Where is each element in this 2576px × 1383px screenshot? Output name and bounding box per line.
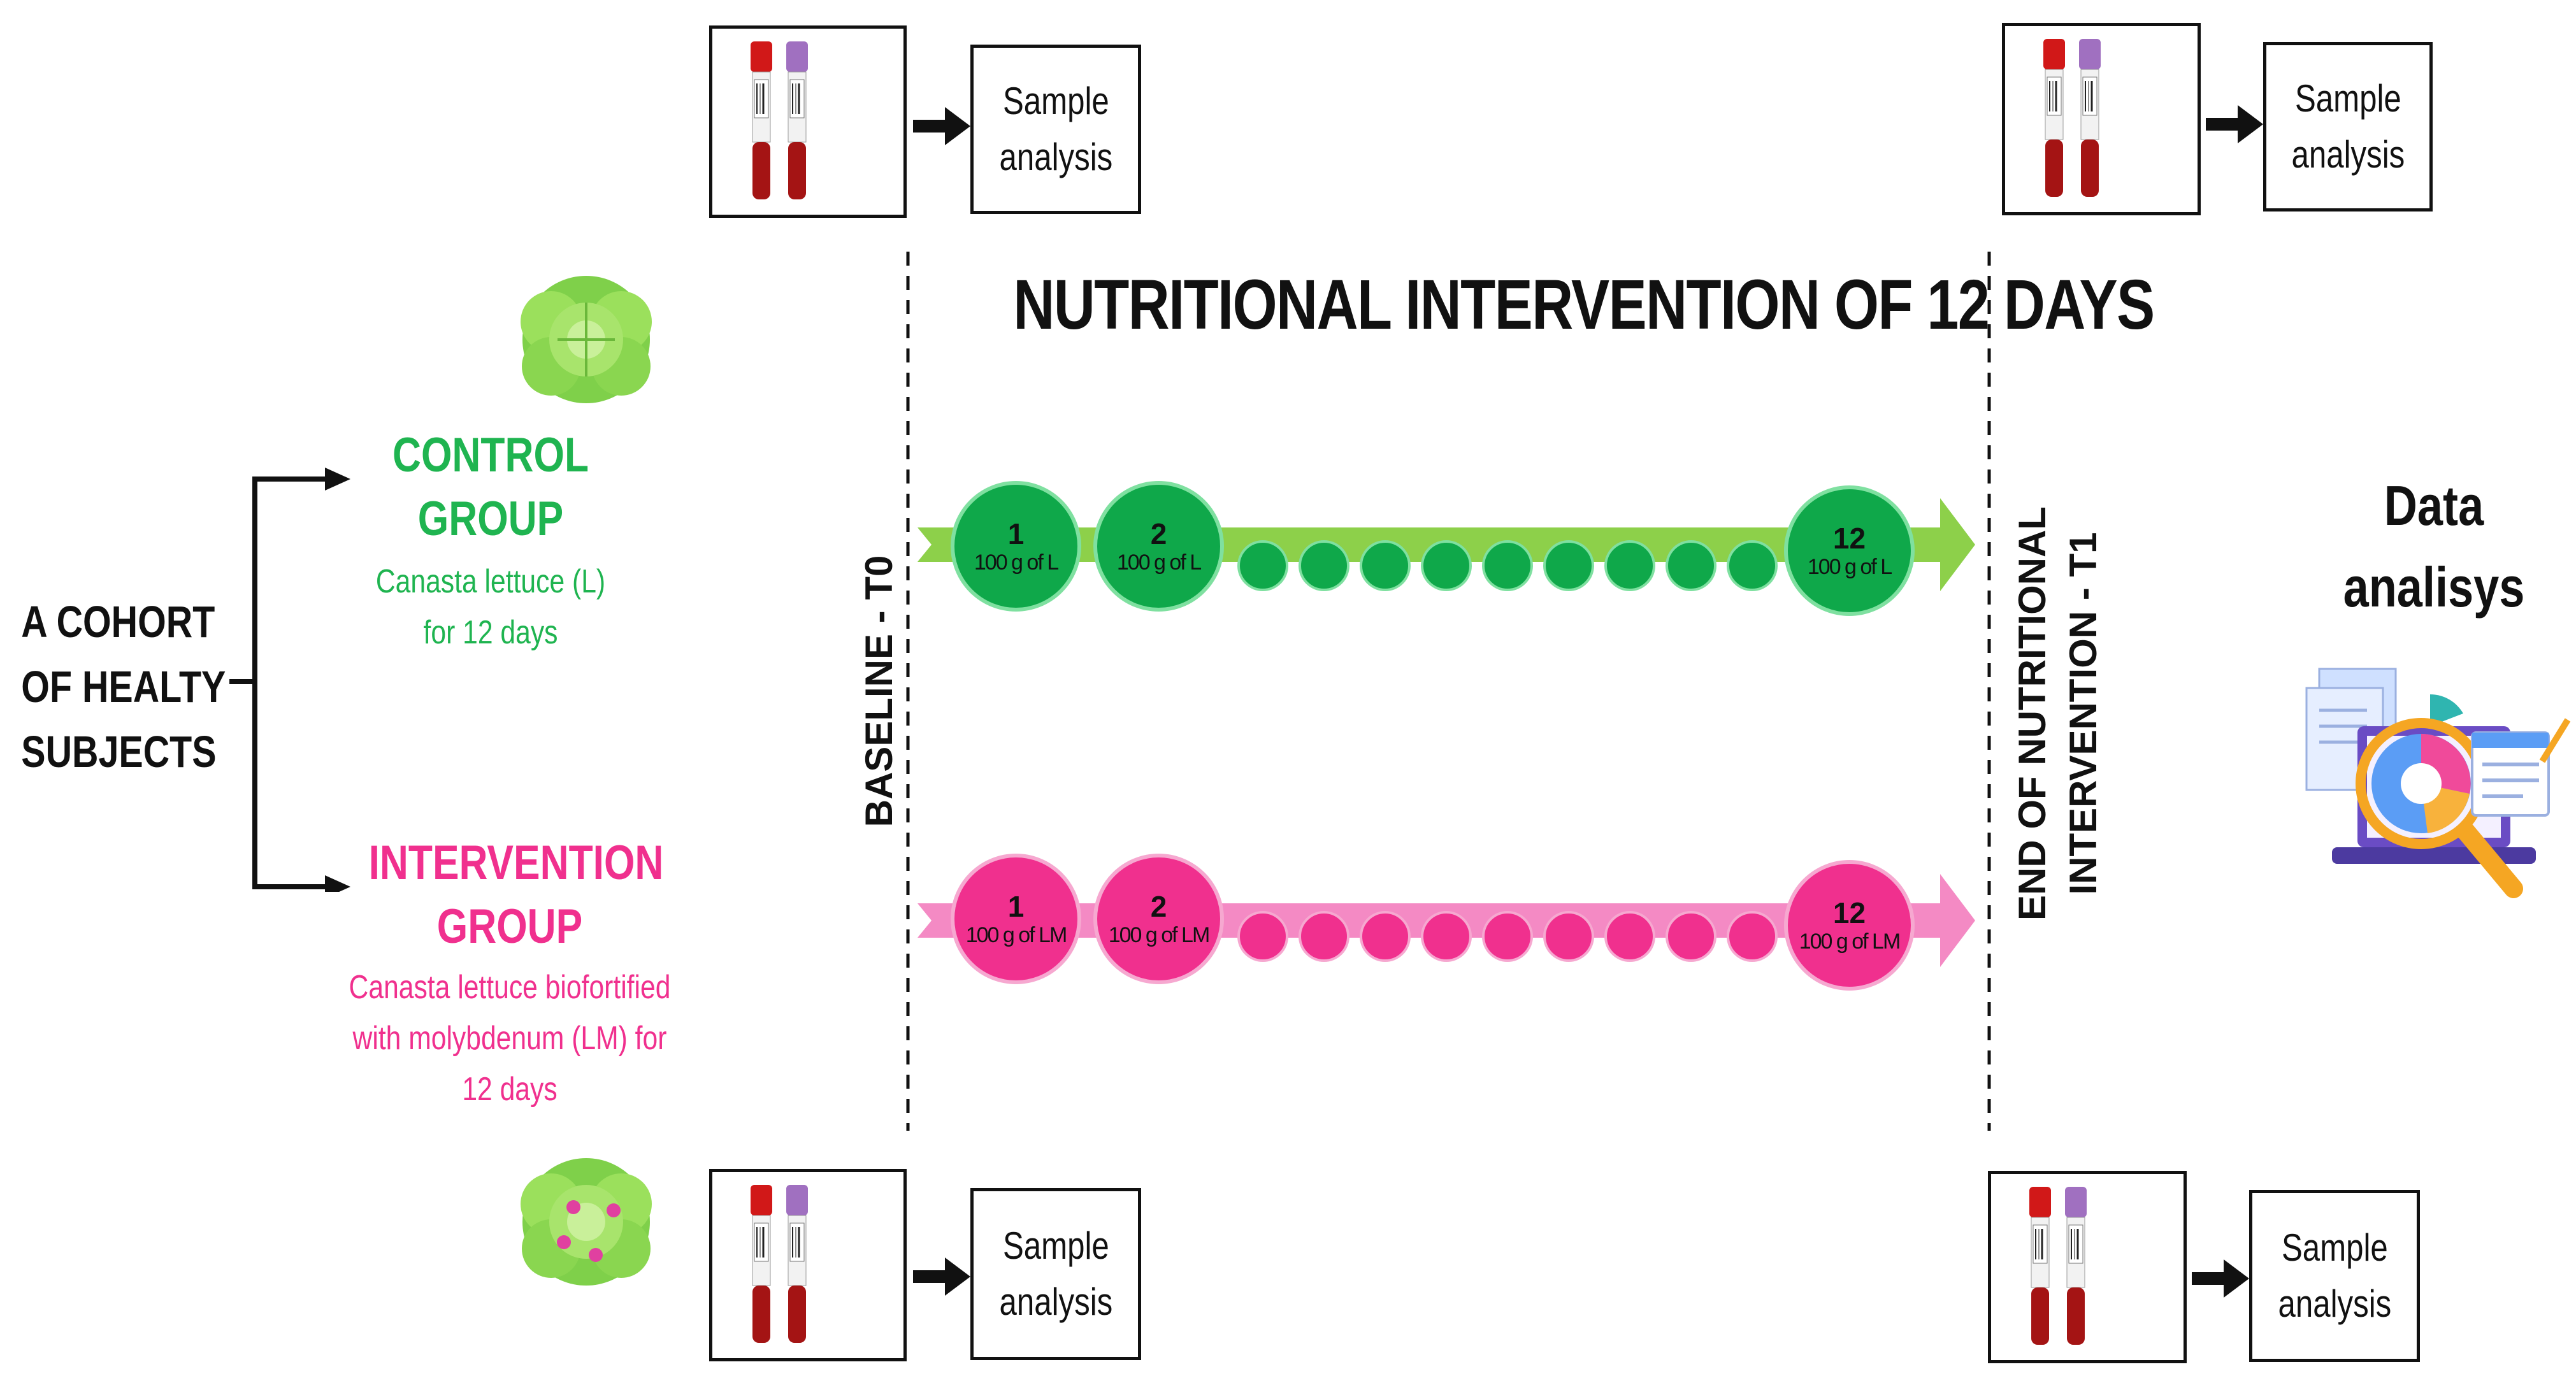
baseline-label: BASELINE - T0 xyxy=(858,555,900,828)
bracket-arrows xyxy=(229,468,350,892)
data-analysis-icon xyxy=(2305,668,2571,898)
intervention-day-dot xyxy=(1666,911,1716,962)
day-dose: 100 g of L xyxy=(1807,554,1892,579)
control-day-dot xyxy=(1421,540,1472,591)
day-number: 1 xyxy=(1007,889,1025,923)
intervention-day-2-circle: 2 100 g of LM xyxy=(1093,854,1224,984)
control-desc-line1: Canasta lettuce (L) xyxy=(375,563,606,600)
intervention-title-line1: INTERVENTION xyxy=(368,836,664,890)
control-day-dot xyxy=(1604,540,1655,591)
control-day-2-circle: 2 100 g of L xyxy=(1093,481,1224,612)
day-number: 2 xyxy=(1150,517,1167,550)
control-day-dot xyxy=(1237,540,1288,591)
data-analysis-label: Data analisys xyxy=(2268,465,2576,628)
intervention-day-12-circle: 12 100 g of LM xyxy=(1784,860,1915,991)
cohort-line3: SUBJECTS xyxy=(21,727,217,777)
cohort-line1: A COHORT xyxy=(21,597,215,647)
data-analysis-line2: analisys xyxy=(2343,555,2525,619)
intervention-group-description: Canasta lettuce biofortified with molybde… xyxy=(312,962,707,1115)
data-analysis-line1: Data xyxy=(2384,474,2484,537)
blood-tubes-icon xyxy=(751,1185,808,1343)
control-day-12-circle: 12 100 g of L xyxy=(1784,485,1915,616)
intervention-day-dot xyxy=(1421,911,1472,962)
intervention-group-title: INTERVENTION GROUP xyxy=(338,831,682,959)
day-dose: 100 g of LM xyxy=(1108,922,1211,947)
sample-analysis-box-top-left: Sample analysis xyxy=(970,45,1141,214)
arrow-right-icon xyxy=(2192,1259,2249,1298)
day-dose: 100 g of LM xyxy=(1799,929,1901,954)
intervention-day-dot xyxy=(1543,911,1594,962)
day-number: 12 xyxy=(1832,896,1866,929)
lettuce-icon xyxy=(521,276,652,403)
blood-tubes-box-top-left xyxy=(709,25,907,218)
day-number: 1 xyxy=(1007,517,1025,550)
control-day-dot xyxy=(1360,540,1411,591)
intervention-title-line2: GROUP xyxy=(436,899,583,954)
blood-tubes-box-bottom-right xyxy=(1988,1171,2187,1363)
control-day-dot xyxy=(1543,540,1594,591)
control-day-dot xyxy=(1482,540,1533,591)
cohort-line2: OF HEALTY xyxy=(21,662,226,712)
intervention-desc-line2: with molybdenum (LM) for xyxy=(352,1020,667,1057)
intervention-day-dot xyxy=(1360,911,1411,962)
blood-tubes-box-bottom-left xyxy=(709,1169,907,1361)
control-day-dot xyxy=(1666,540,1716,591)
sample-label-line1: Sample xyxy=(2281,1226,2388,1269)
arrow-right-icon xyxy=(913,1258,970,1296)
sample-label-line2: analysis xyxy=(999,136,1112,178)
end-dashed-line xyxy=(1987,252,1991,1131)
intervention-day-dot xyxy=(1237,911,1288,962)
biofortified-lettuce-icon xyxy=(521,1158,652,1286)
intervention-day-dot xyxy=(1727,911,1778,962)
control-title-line2: GROUP xyxy=(417,492,564,546)
control-day-dot xyxy=(1299,540,1349,591)
end-label-line2: INTERVENTION - T1 xyxy=(2062,532,2105,895)
intervention-day-dot xyxy=(1604,911,1655,962)
control-desc-line2: for 12 days xyxy=(423,614,558,651)
control-title-line1: CONTROL xyxy=(392,428,589,482)
control-group-description: Canasta lettuce (L) for 12 days xyxy=(331,556,650,658)
sample-analysis-box-bottom-right: Sample analysis xyxy=(2249,1190,2420,1362)
end-label-line1: END OF NUTRITIONAL xyxy=(2011,506,2054,921)
diagram-title: NUTRITIONAL INTERVENTION OF 12 DAYS xyxy=(1013,266,2155,344)
day-dose: 100 g of L xyxy=(1116,550,1202,575)
sample-label-line1: Sample xyxy=(1002,80,1109,122)
sample-label-line2: analysis xyxy=(2291,133,2405,176)
intervention-desc-line3: 12 days xyxy=(462,1071,558,1108)
end-intervention-label: END OF NUTRITIONAL INTERVENTION - T1 xyxy=(2007,452,2109,975)
intervention-desc-line1: Canasta lettuce biofortified xyxy=(349,969,671,1006)
day-number: 12 xyxy=(1832,521,1866,555)
sample-analysis-box-top-right: Sample analysis xyxy=(2263,42,2433,211)
blood-tubes-icon xyxy=(2043,39,2101,197)
sample-label-line1: Sample xyxy=(1002,1224,1109,1267)
day-dose: 100 g of LM xyxy=(965,922,1068,947)
sample-label-line1: Sample xyxy=(2294,77,2401,120)
arrow-right-icon xyxy=(2206,105,2263,143)
sample-label-line2: analysis xyxy=(999,1280,1112,1323)
day-dose: 100 g of L xyxy=(974,550,1059,575)
cohort-label: A COHORT OF HEALTY SUBJECTS xyxy=(0,589,236,784)
intervention-day-dot xyxy=(1482,911,1533,962)
blood-tubes-icon xyxy=(751,41,808,199)
intervention-day-dot xyxy=(1299,911,1349,962)
control-day-1-circle: 1 100 g of L xyxy=(951,481,1081,612)
intervention-day-1-circle: 1 100 g of LM xyxy=(951,854,1081,984)
blood-tubes-box-top-right xyxy=(2002,23,2201,215)
sample-analysis-box-bottom-left: Sample analysis xyxy=(970,1188,1141,1360)
sample-label-line2: analysis xyxy=(2278,1282,2391,1325)
baseline-dashed-line xyxy=(906,252,910,1131)
day-number: 2 xyxy=(1150,889,1167,923)
arrow-right-icon xyxy=(913,107,970,145)
control-day-dot xyxy=(1727,540,1778,591)
blood-tubes-icon xyxy=(2029,1187,2087,1345)
control-group-title: CONTROL GROUP xyxy=(357,424,624,551)
